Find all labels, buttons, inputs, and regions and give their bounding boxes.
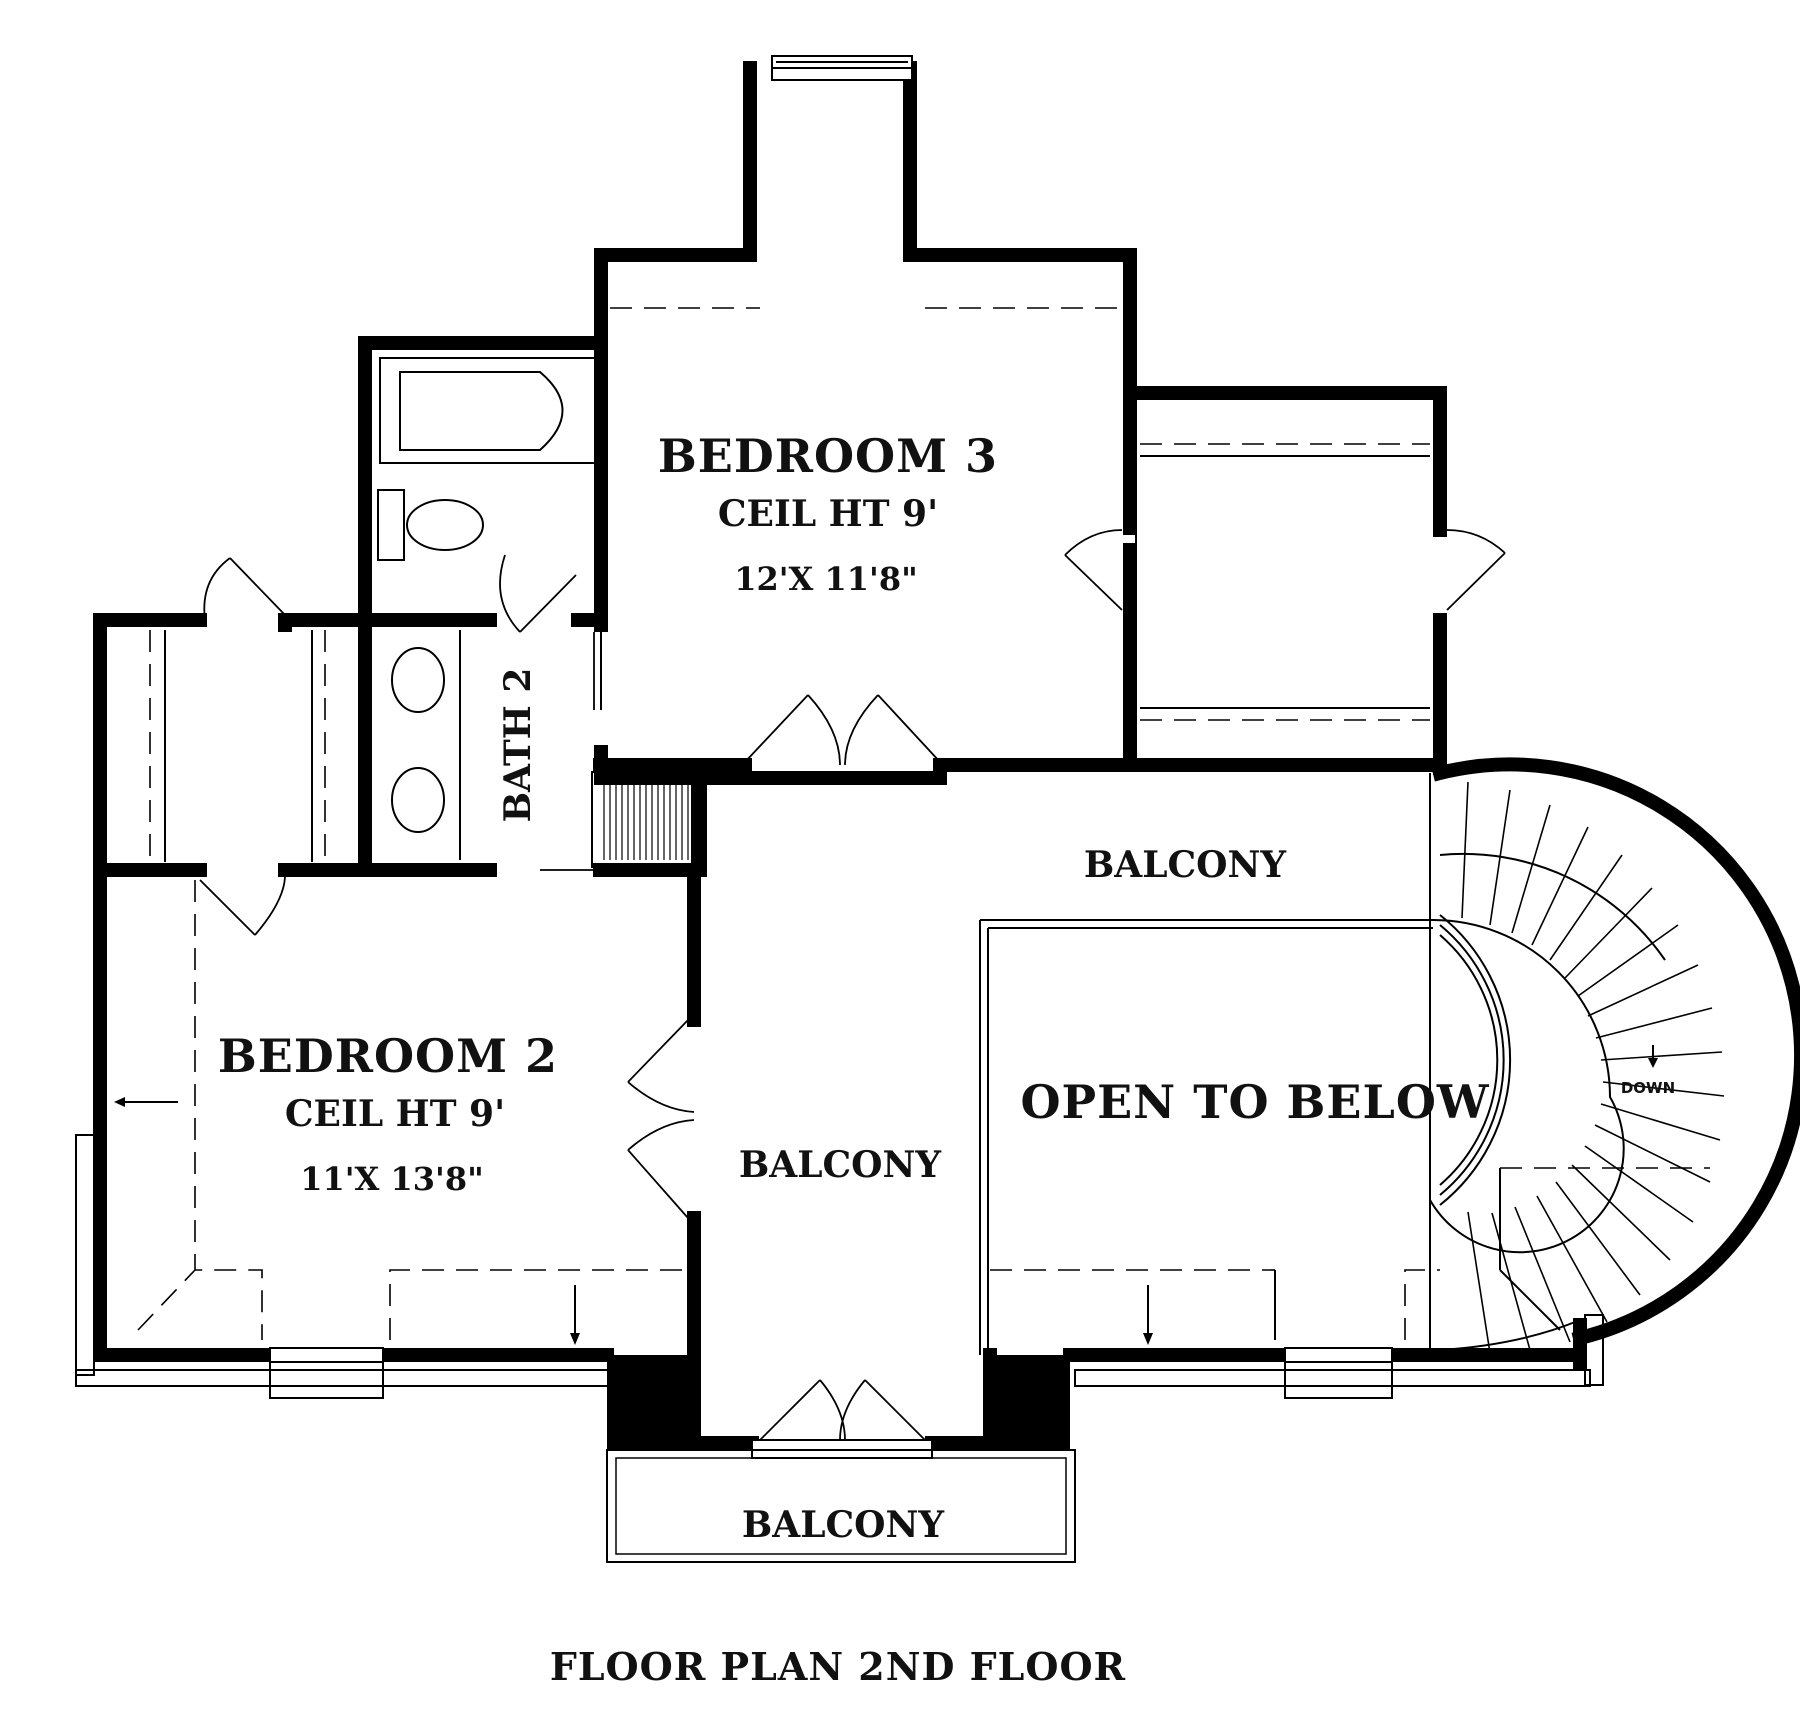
bedroom-2-window	[269, 1347, 384, 1399]
bedroom-3-walls	[358, 61, 1137, 777]
bath-door	[499, 554, 602, 871]
bedroom-3-window	[771, 55, 913, 81]
closet-doors	[1063, 529, 1506, 611]
balcony-middle-label: BALCONY	[739, 1144, 943, 1186]
spiral-staircase	[1429, 757, 1800, 1369]
lower-balcony-doors	[751, 1379, 933, 1459]
vanity-sinks	[391, 630, 461, 860]
bedroom-3-ceiling: CEIL HT 9'	[718, 493, 938, 535]
bedroom-2-closet	[93, 557, 379, 1362]
lower-balcony-railing	[606, 1449, 1076, 1563]
balcony-upper-label: BALCONY	[1084, 844, 1288, 886]
bedroom-3-doors	[744, 694, 941, 766]
bedroom-2-name: BEDROOM 2	[218, 1029, 558, 1083]
open-to-below-railing	[979, 919, 1625, 1355]
open-to-below-window	[1284, 1347, 1393, 1399]
open-to-below-label: OPEN TO BELOW	[1020, 1075, 1489, 1129]
bedroom-3-name: BEDROOM 3	[658, 429, 998, 483]
toilet	[377, 489, 484, 561]
bedroom-2-doors	[627, 1019, 695, 1219]
stair-down-label: DOWN	[1621, 1079, 1675, 1097]
plan-title: FLOOR PLAN 2ND FLOOR	[550, 1644, 1126, 1689]
small-stair	[591, 745, 707, 877]
bedroom-3-size: 12'X 11'8"	[734, 560, 918, 598]
bedroom-3-soffit	[600, 270, 1122, 309]
balcony-lower-label: BALCONY	[742, 1504, 946, 1546]
bedroom-2-size: 11'X 13'8"	[300, 1160, 484, 1198]
bedroom-2-walls	[93, 863, 701, 1362]
closet-walls	[1123, 386, 1447, 775]
bedroom-2-ceiling: CEIL HT 9'	[285, 1093, 505, 1135]
bathtub	[379, 357, 596, 464]
bath-2-name: BATH 2	[497, 668, 539, 823]
balcony-walls	[607, 771, 1587, 1450]
